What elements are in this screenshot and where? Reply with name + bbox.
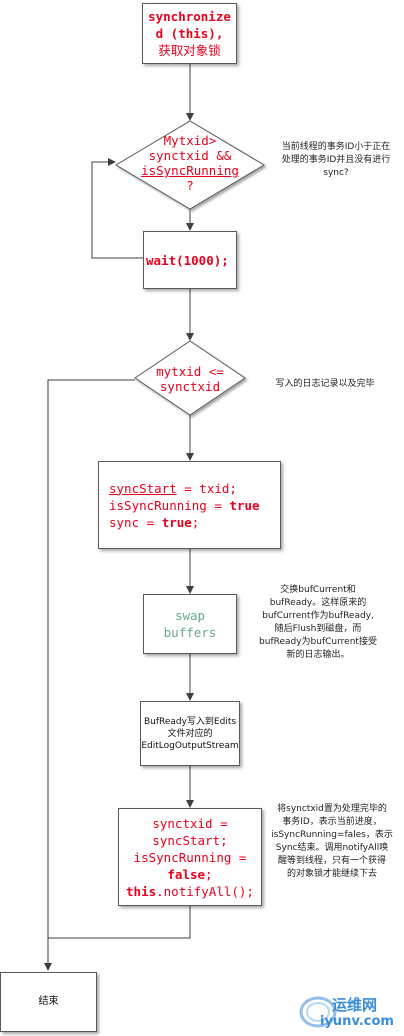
note-finish-line-4: Sync结束。调用notifyAll唤 bbox=[275, 843, 389, 853]
note-swap-line-3: bufCurrent作为bufReady, bbox=[262, 611, 374, 621]
finish-line-5: this.notifyAll(); bbox=[126, 883, 254, 900]
lock-acquire-box: synchronize d (this), 获取对象锁 bbox=[142, 3, 237, 64]
note-swap: 交换bufCurrent和 bufReady。这样原来的 bufCurrent作… bbox=[254, 584, 382, 662]
write-line-1: BufReady写入到Edits bbox=[143, 716, 237, 727]
note-swap-line-4: 随后Flush到磁盘，而 bbox=[274, 624, 362, 634]
sync-start-line-1: syncStart = txid; bbox=[109, 480, 237, 497]
write-edits-box: BufReady写入到Edits 文件对应的 EditLogOutputStre… bbox=[140, 701, 240, 766]
write-line-2: 文件对应的 bbox=[167, 728, 213, 739]
sync-start-line-2: isSyncRunning = true bbox=[109, 497, 260, 514]
lock-line-3: 获取对象锁 bbox=[158, 43, 221, 58]
lock-line-2: d (this), bbox=[155, 26, 224, 41]
note-cond1-line-3: sync? bbox=[323, 168, 349, 178]
note-cond1: 当前线程的事务ID小于正在 处理的事务ID并且没有进行 sync? bbox=[270, 141, 402, 180]
note-finish-line-3: isSyncRunning=fales，表示 bbox=[271, 830, 393, 840]
wait-box: wait(1000); bbox=[143, 231, 237, 289]
false-keyword: false bbox=[167, 866, 206, 882]
note-swap-line-2: bufReady。这样原来的 bbox=[269, 598, 367, 608]
end-text: 结束 bbox=[38, 996, 59, 1007]
swap-line-2: buffers bbox=[163, 625, 217, 640]
note-finish: 将synctxid置为处理完毕的 事务ID，表示当前进度， isSyncRunn… bbox=[266, 803, 398, 881]
cond2-line-2: synctxid bbox=[159, 379, 221, 394]
cond1-line-4: ? bbox=[186, 178, 194, 193]
note-finish-line-5: 醒等到线程，只有一个获得 bbox=[277, 856, 386, 866]
true-keyword-2: true bbox=[161, 514, 192, 530]
arrow-cond2-to-end bbox=[44, 379, 135, 971]
write-line-3: EditLogOutputStream bbox=[141, 740, 239, 751]
end-box: 结束 bbox=[0, 972, 97, 1032]
finish-semicolon: ; bbox=[205, 866, 213, 882]
finish-line-2: syncStart; bbox=[152, 832, 228, 848]
note-swap-line-6: 新的日志输出。 bbox=[286, 650, 350, 660]
swap-buffers-box: swap buffers bbox=[143, 594, 237, 654]
cond1-line-1: Mytxid> bbox=[163, 133, 217, 148]
sync-start-box: syncStart = txid; isSyncRunning = true s… bbox=[98, 461, 281, 549]
swap-line-1: swap bbox=[174, 608, 206, 623]
sync-assign: sync = bbox=[109, 514, 162, 530]
watermark-en: iyunv.com bbox=[320, 1014, 394, 1029]
note-swap-line-1: 交换bufCurrent和 bbox=[280, 585, 356, 595]
this-keyword: this bbox=[126, 883, 157, 899]
note-cond2-line-1: 写入的日志记录以及完毕 bbox=[275, 379, 375, 389]
note-finish-line-2: 事务ID，表示当前进度， bbox=[282, 817, 382, 827]
note-finish-line-1: 将synctxid置为处理完毕的 bbox=[277, 804, 387, 814]
true-keyword-1: true bbox=[229, 497, 260, 513]
cond1-line-2: synctxid && bbox=[148, 148, 232, 163]
sync-start-assign: = txid; bbox=[176, 480, 237, 496]
note-finish-line-6: 的对象锁才能继续下去 bbox=[286, 869, 377, 879]
finish-line-1: synctxid = bbox=[152, 815, 228, 831]
cond1-line-3: isSyncRunning bbox=[141, 163, 239, 178]
note-cond1-line-2: 处理的事务ID并且没有进行 bbox=[281, 155, 391, 165]
finish-line-4: false; bbox=[167, 866, 212, 883]
note-cond1-line-1: 当前线程的事务ID小于正在 bbox=[281, 142, 391, 152]
note-swap-line-5: bufReady为bufCurrent接受 bbox=[259, 637, 377, 647]
is-sync-running-assign: isSyncRunning = bbox=[109, 497, 230, 513]
watermark-cn: 运维网 bbox=[332, 996, 378, 1014]
cond1-text: Mytxid> synctxid && isSyncRunning ? bbox=[130, 133, 250, 193]
finish-sync-box: synctxid = syncStart; isSyncRunning = fa… bbox=[118, 808, 262, 906]
lock-line-1: synchronize bbox=[148, 9, 231, 24]
wait-text: wait(1000); bbox=[146, 252, 229, 268]
cond2-line-1: mytxid <= bbox=[156, 364, 224, 379]
sync-start-line-3: sync = true; bbox=[109, 514, 199, 531]
finish-line-3: isSyncRunning = bbox=[133, 849, 247, 865]
sync-start-var: syncStart bbox=[109, 480, 177, 496]
cond2-text: mytxid <= synctxid bbox=[140, 364, 240, 394]
note-cond2: 写入的日志记录以及完毕 bbox=[270, 378, 380, 391]
notify-all-call: .notifyAll(); bbox=[156, 883, 254, 899]
watermark-logo-icon bbox=[299, 996, 337, 1028]
semicolon: ; bbox=[191, 514, 200, 530]
arrow-wait-loop-back bbox=[91, 158, 144, 259]
arrow-finish-merge bbox=[48, 906, 191, 939]
